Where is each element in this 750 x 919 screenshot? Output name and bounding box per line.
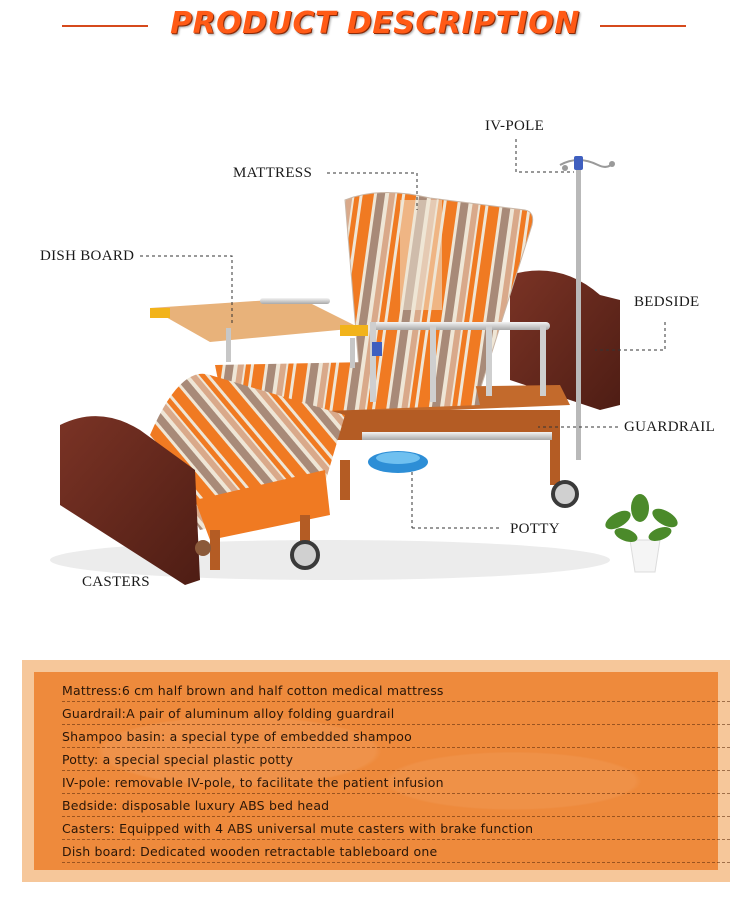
spec-item-guardrail: Guardrail:A pair of aluminum alloy foldi… xyxy=(62,703,730,725)
page-header: PRODUCT DESCRIPTION xyxy=(0,0,750,60)
callout-potty: POTTY xyxy=(510,521,560,537)
callout-dish-board: DISH BOARD xyxy=(40,248,135,264)
product-illustration: IV-POLE MATTRESS DISH BOARD BEDSIDE GUAR… xyxy=(0,60,750,640)
page-title: PRODUCT DESCRIPTION xyxy=(170,6,580,41)
spec-item-casters: Casters: Equipped with 4 ABS universal m… xyxy=(62,818,730,840)
spec-item-iv-pole: IV-pole: removable IV-pole, to facilitat… xyxy=(62,772,730,794)
header-rule-right xyxy=(600,25,686,27)
footer-strip xyxy=(0,882,750,919)
spec-item-potty: Potty: a special special plastic potty xyxy=(62,749,730,771)
callout-guardrail: GUARDRAIL xyxy=(624,419,716,435)
callout-casters: CASTERS xyxy=(82,574,150,590)
spec-list: Mattress:6 cm half brown and half cotton… xyxy=(62,680,730,864)
hospital-bed-image xyxy=(50,139,678,585)
callout-mattress: MATTRESS xyxy=(233,165,313,181)
spec-panel: Mattress:6 cm half brown and half cotton… xyxy=(22,660,730,882)
spec-panel-inner: Mattress:6 cm half brown and half cotton… xyxy=(34,672,730,870)
spec-item-dish-board: Dish board: Dedicated wooden retractable… xyxy=(62,841,730,863)
spec-item-shampoo-basin: Shampoo basin: a special type of embedde… xyxy=(62,726,730,748)
callout-bedside: BEDSIDE xyxy=(634,294,700,310)
spec-item-bedside: Bedside: disposable luxury ABS bed head xyxy=(62,795,730,817)
callout-iv-pole: IV-POLE xyxy=(485,118,545,134)
spec-item-mattress: Mattress:6 cm half brown and half cotton… xyxy=(62,680,730,702)
header-rule-left xyxy=(62,25,148,27)
